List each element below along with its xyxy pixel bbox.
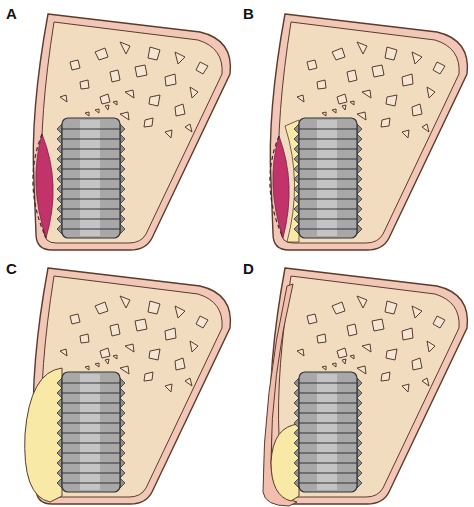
- panel-letter: D: [243, 261, 254, 276]
- panel-d: [263, 268, 467, 506]
- panel-letter: B: [243, 6, 254, 21]
- panel-b: [270, 14, 468, 250]
- panel-letter: C: [6, 261, 17, 276]
- panel-letter: A: [6, 6, 17, 21]
- panel-a: [33, 14, 231, 250]
- panel-c: [25, 268, 231, 504]
